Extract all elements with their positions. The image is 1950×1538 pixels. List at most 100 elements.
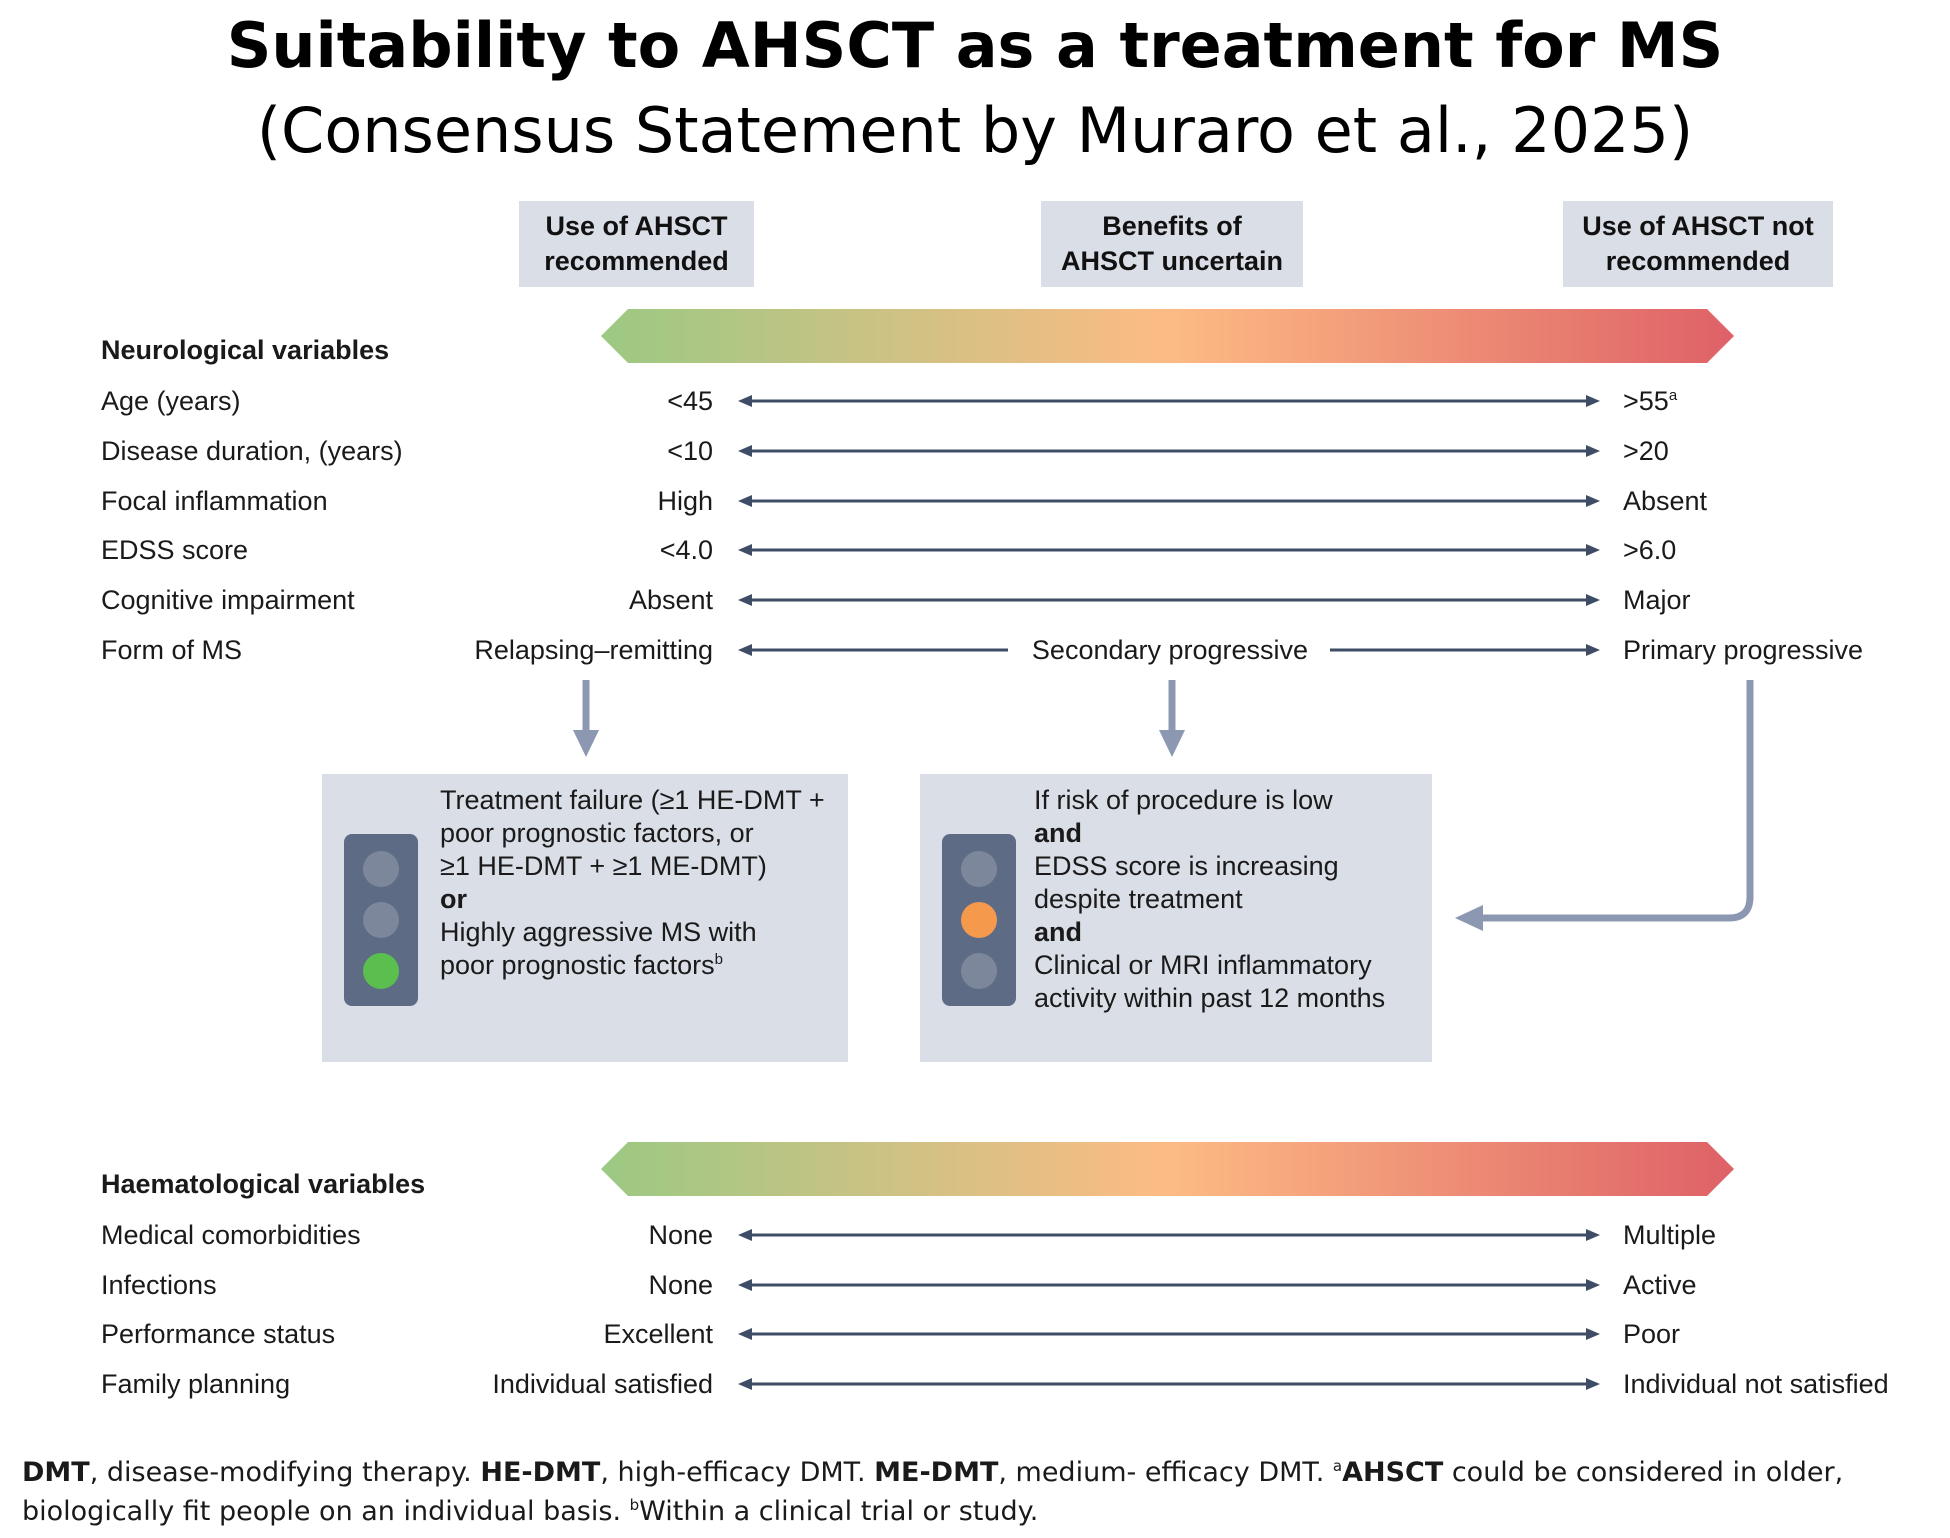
criteria-line-text: poor prognostic factors (440, 950, 715, 980)
connector-word: or (440, 883, 825, 916)
range-arrow (738, 1229, 1600, 1241)
haematological-heading: Haematological variables (101, 1169, 426, 1199)
footnote-text: , disease-modifying therapy. (89, 1457, 481, 1488)
footnote-marker: b (714, 951, 723, 968)
traffic-light-bottom (961, 953, 997, 989)
unfavourable-value: Active (1623, 1268, 1697, 1302)
range-arrow (738, 1328, 1600, 1340)
criteria-line: EDSS score is increasing (1034, 850, 1385, 883)
variable-label: Focal inflammation (101, 485, 328, 516)
variable-label: Medical comorbidities (101, 1220, 361, 1250)
intermediate-value: Secondary progressive (1010, 633, 1330, 667)
criteria-line-text: and (1034, 917, 1083, 947)
abbreviation: HE-DMT (480, 1457, 601, 1488)
unfavourable-value: >20 (1623, 434, 1669, 468)
range-arrow (738, 644, 1600, 656)
criteria-line-text: If risk of procedure is low (1034, 785, 1333, 815)
variable-label: EDSS score (101, 535, 249, 566)
range-arrow (738, 1278, 1600, 1291)
unfavourable-value: Individual not satisfied (1623, 1367, 1889, 1401)
criteria-line: Highly aggressive MS with (440, 916, 825, 949)
range-arrow (738, 444, 1600, 457)
variable-label: Performance status (101, 1319, 336, 1349)
range-arrow (738, 494, 1600, 507)
header-uncertain: Benefits of AHSCT uncertain (1041, 201, 1303, 287)
criteria-line: ≥1 HE-DMT + ≥1 ME-DMT) (440, 850, 825, 883)
abbreviation: AHSCT (1342, 1457, 1444, 1488)
criteria-line-text: ≥1 HE-DMT + ≥1 ME-DMT) (440, 851, 767, 881)
criteria-line: Clinical or MRI inflammatory (1034, 949, 1385, 982)
unfavourable-value: Primary progressive (1623, 633, 1863, 667)
footnote-marker: a (1668, 387, 1678, 404)
criteria-line-text: Highly aggressive MS with (440, 917, 757, 947)
footnote-marker: b (629, 1496, 640, 1514)
criteria-line-text: poor prognostic factors, or (440, 818, 754, 848)
unfavourable-value-text: Poor (1623, 1319, 1681, 1349)
unfavourable-value-text: >20 (1623, 435, 1669, 466)
variable-label: Infections (101, 1269, 217, 1300)
down-arrow-left (573, 680, 599, 757)
criteria-line-text: EDSS score is increasing (1034, 851, 1339, 881)
criteria-line-text: Clinical or MRI inflammatory (1034, 950, 1372, 980)
criteria-line-text: despite treatment (1034, 884, 1243, 914)
traffic-light-middle (363, 902, 399, 938)
abbreviation: DMT (22, 1457, 90, 1488)
range-arrow (738, 544, 1600, 557)
variable-label: Disease duration, (years) (101, 435, 403, 466)
criteria-box-recommended: Treatment failure (≥1 HE-DMT +poor progn… (322, 774, 848, 1062)
range-arrow (738, 1377, 1600, 1390)
down-arrow-middle (1159, 680, 1185, 757)
page-subtitle: (Consensus Statement by Muraro et al., 2… (256, 94, 1694, 167)
page-title: Suitability to AHSCT as a treatment for … (226, 9, 1724, 82)
criteria-line: Treatment failure (≥1 HE-DMT + (440, 784, 825, 817)
header-not-recommended-label: Use of AHSCT not recommended (1582, 211, 1814, 276)
unfavourable-value-text: Primary progressive (1623, 635, 1864, 665)
favourable-value: High (657, 485, 713, 516)
variable-label: Form of MS (101, 635, 243, 665)
variable-label: Family planning (101, 1368, 291, 1399)
variable-label: Age (years) (101, 386, 241, 416)
connector-word: and (1034, 916, 1385, 949)
header-uncertain-label: Benefits of AHSCT uncertain (1060, 211, 1284, 276)
unfavourable-value-text: Major (1623, 585, 1691, 616)
footnote: DMT, disease-modifying therapy. HE-DMT , … (22, 1453, 1942, 1531)
orange-light-icon (961, 902, 997, 938)
traffic-light-top (961, 851, 997, 887)
unfavourable-value: >6.0 (1623, 533, 1676, 567)
criteria-line: poor prognostic factors, or (440, 817, 825, 850)
footnote-text: Within a clinical trial or study. (639, 1496, 1039, 1527)
unfavourable-value: Absent (1623, 484, 1707, 518)
criteria-line: activity within past 12 months (1034, 982, 1385, 1015)
green-light-icon (363, 953, 399, 989)
criteria-line: If risk of procedure is low (1034, 784, 1385, 817)
range-arrow (738, 395, 1600, 407)
criteria-text-recommended: Treatment failure (≥1 HE-DMT +poor progn… (440, 784, 825, 982)
favourable-value: Excellent (603, 1319, 713, 1349)
favourable-value: <10 (667, 435, 713, 466)
footnote-text: , medium- efficacy DMT. (998, 1457, 1333, 1488)
criteria-line-text: or (440, 884, 467, 914)
range-arrow (738, 594, 1600, 607)
traffic-light-recommended (344, 834, 418, 1006)
header-recommended-label: Use of AHSCT recommended (544, 211, 729, 276)
unfavourable-value-text: Multiple (1623, 1220, 1717, 1250)
header-not-recommended: Use of AHSCT not recommended (1563, 201, 1833, 287)
favourable-value: Absent (628, 585, 713, 616)
neurological-heading: Neurological variables (101, 335, 390, 365)
favourable-value: <45 (667, 386, 713, 416)
unfavourable-value: Poor (1623, 1317, 1680, 1351)
favourable-value: None (648, 1269, 713, 1300)
criteria-line-text: activity within past 12 months (1034, 983, 1386, 1013)
neuro-suitability-gradient (601, 309, 1734, 363)
unfavourable-value: Multiple (1623, 1218, 1716, 1252)
connector-word: and (1034, 817, 1385, 850)
favourable-value: Individual satisfied (492, 1368, 713, 1399)
bend-arrow-right (1455, 680, 1754, 931)
unfavourable-value-text: Individual not satisfied (1623, 1368, 1889, 1399)
unfavourable-value-text: Absent (1623, 485, 1708, 516)
criteria-line: despite treatment (1034, 883, 1385, 916)
traffic-light-top (363, 851, 399, 887)
